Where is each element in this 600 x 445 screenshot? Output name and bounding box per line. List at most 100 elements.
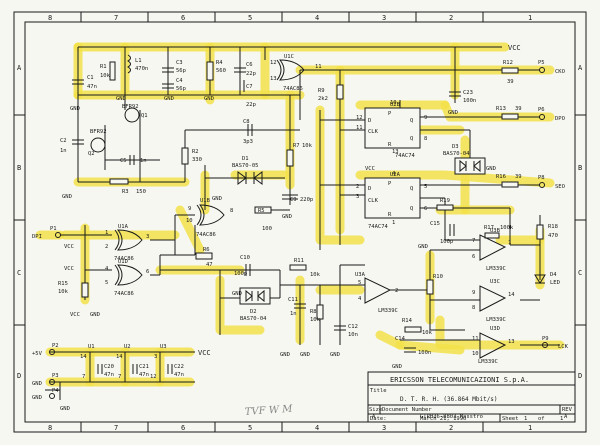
l1-ref: L1 (135, 58, 142, 64)
r14-resistor: R14 10k (402, 318, 433, 336)
r3-ref: R3 (122, 189, 129, 195)
c11-capacitor: C11 1n (288, 297, 306, 317)
q1-ref: Q1 (141, 113, 148, 119)
u3-pin-12: 12 (150, 374, 157, 380)
d2-diode: D2 BAS70-04 (239, 287, 271, 322)
u1b-pin-9: 9 (188, 206, 191, 212)
title-text: D. T. R. H. (36.864 Mbit/s) (400, 396, 498, 403)
u2b-q-label: Q (410, 118, 413, 124)
c11-ref: C11 (288, 297, 298, 303)
u2b-pin-9: 9 (424, 115, 427, 121)
p1-connector: P1 DPI (32, 226, 61, 240)
p9-connector: P9 LCK (542, 336, 569, 350)
r2-resistor: R2 330 (181, 147, 202, 165)
l1-value: 470n (135, 66, 148, 72)
wiring (45, 46, 560, 400)
p5-connector: P5 CKO (538, 60, 565, 75)
c1-capacitor: C1 47n (72, 75, 97, 90)
row-label-left-a: A (17, 64, 22, 72)
r4-ref: R4 (216, 60, 223, 66)
col-label-bottom-5: 5 (248, 424, 252, 432)
gnd-label-d1: GND (212, 196, 222, 202)
u2a-d-label: D (368, 186, 371, 192)
r10-ref: R10 (433, 274, 443, 280)
u2a-pin-5: 5 (424, 184, 427, 190)
u2a-pin-2: 2 (356, 184, 359, 190)
r3-value: 150 (136, 189, 146, 195)
c5-ref: C5 (120, 158, 127, 164)
c15-ref: C15 (430, 221, 440, 227)
gnd-label-p4: GND (60, 406, 70, 412)
u2b-d-label: D (368, 118, 371, 124)
u1c-pin-12: 12 (270, 60, 277, 66)
r5-resistor: R5 100 (254, 206, 272, 232)
u1c-part: 74AC86 (283, 86, 303, 92)
row-label-right-a: A (578, 64, 583, 72)
p9-net: LCK (558, 344, 569, 350)
p2-net: +5V (32, 351, 43, 357)
r3-resistor: R3 150 (109, 178, 146, 195)
c2-ref: C2 (60, 138, 67, 144)
r6-resistor: R6 47 (195, 247, 213, 268)
r4-resistor: R4 560 (206, 60, 226, 81)
r14-value: 10k (422, 330, 433, 336)
c15-capacitor: C15 100p (430, 221, 455, 245)
row-label-right-b: B (578, 164, 582, 172)
col-label-top-2: 2 (449, 14, 453, 22)
c7-value: 22p (246, 102, 256, 108)
u3b-pin-6: 6 (472, 254, 475, 260)
u2b-ref: U2B (390, 102, 401, 108)
d3-diode: D3 BAS70-04 (443, 144, 486, 175)
u2b-qn-label: Q (410, 136, 413, 142)
u1d-pin-6: 6 (146, 269, 149, 275)
u3d-pin-11: 11 (472, 336, 479, 342)
d3-value: BAS70-04 (443, 151, 470, 157)
row-label-left-c: C (17, 269, 21, 277)
col-label-top-5: 5 (248, 14, 252, 22)
gnd-label-r1: GND (116, 96, 126, 102)
c15-value: 100p (440, 239, 453, 245)
col-label-bottom-4: 4 (315, 424, 319, 432)
u2b-pin-10: 10 (390, 100, 397, 106)
u2a-qn-label: Q (410, 206, 413, 212)
u2b-pin-8: 8 (424, 136, 427, 142)
q2-transistor: BFR92 Q2 (88, 129, 107, 157)
gnd-label-c2: GND (62, 194, 72, 200)
row-label-left-b: B (17, 164, 21, 172)
u3b-ref: U3B (490, 228, 501, 234)
gnd-label-c9: GND (282, 214, 292, 220)
u1b-pin-10: 10 (186, 218, 193, 224)
col-label-top-7: 7 (114, 14, 118, 22)
c4-ref: C4 (176, 78, 183, 84)
r7-ref: R7 (293, 143, 300, 149)
col-label-top-6: 6 (181, 14, 185, 22)
c9-ref: C9 (290, 197, 297, 203)
c23-capacitor: C23 100n (449, 90, 476, 104)
u2b-r-label: R (388, 142, 392, 148)
r17-value: 100k (500, 225, 514, 231)
c10-ref: C10 (240, 255, 250, 261)
col-label-bottom-6: 6 (181, 424, 185, 432)
r7-resistor: R7 10k (286, 143, 313, 167)
r2-value: 330 (192, 157, 202, 163)
u3d-ref: U3D (490, 326, 500, 332)
p2-connector: P2 +5V (32, 343, 59, 357)
r12-resistor: R12 39 (501, 60, 519, 85)
r17-ref: R17 (484, 225, 494, 231)
d1-value: BAS70-05 (232, 163, 259, 169)
r17-resistor: R17 100k (484, 225, 514, 239)
p9-ref: P9 (542, 336, 549, 342)
c6-ref: C6 (246, 62, 253, 68)
r18-ref: R18 (548, 224, 558, 230)
u2a-q-label: Q (410, 186, 413, 192)
u1c-pin-13: 13 (270, 76, 277, 82)
c3-ref: C3 (176, 60, 183, 66)
gnd-label-c12: GND (330, 352, 340, 358)
row-label-left-d: D (17, 372, 21, 380)
u1a-pin-1: 1 (105, 230, 108, 236)
date-label: Date: (370, 416, 387, 422)
d4-value: LED (550, 280, 560, 286)
u2a-r-label: R (388, 212, 392, 218)
col-label-top-8: 8 (48, 14, 52, 22)
